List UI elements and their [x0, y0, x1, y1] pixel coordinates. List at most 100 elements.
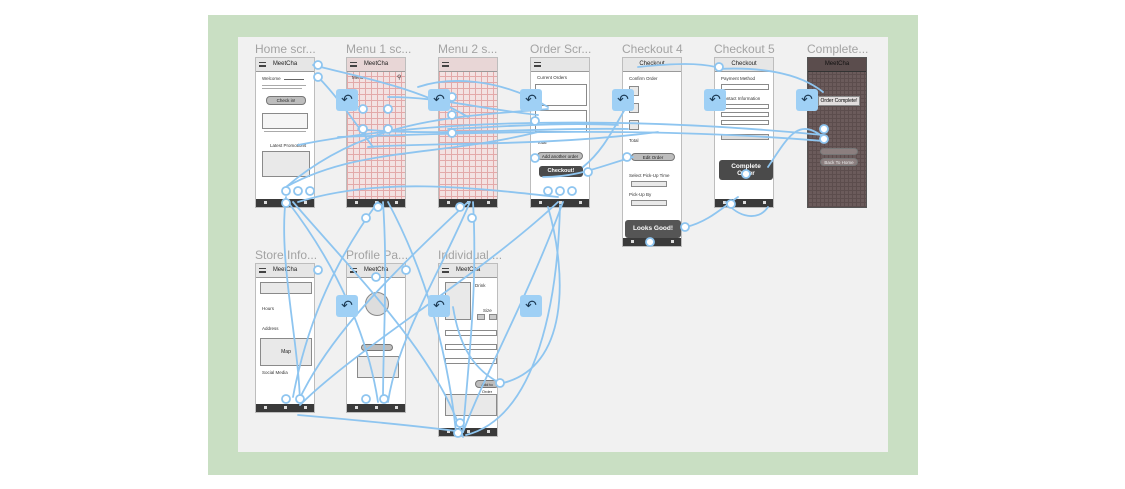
add-another-order-button[interactable]: Add another order — [537, 152, 583, 160]
back-arrow-icon[interactable]: ↶ — [796, 89, 818, 111]
checkout4-header-title: Checkout — [639, 61, 665, 67]
hamburger-menu-icon[interactable] — [442, 62, 449, 67]
back-arrow-icon[interactable]: ↶ — [520, 89, 542, 111]
link-path — [297, 185, 559, 203]
store-banner-image — [260, 282, 312, 294]
frame-profile[interactable]: MeetCha — [346, 263, 406, 413]
frame-store[interactable]: MeetCha Hours Address Map Social Media — [255, 263, 315, 413]
home-header-title: MeetCha — [272, 61, 298, 67]
option-select-2[interactable] — [445, 344, 497, 350]
frame-title-checkout4[interactable]: Checkout 4 — [622, 42, 683, 56]
prototype-canvas[interactable]: Home scr... Menu 1 sc... Menu 2 s... Ord… — [238, 37, 888, 452]
order-total: Total — [537, 140, 547, 145]
frame-title-checkout5[interactable]: Checkout 5 — [714, 42, 775, 56]
hamburger-menu-icon[interactable] — [259, 62, 266, 67]
order-bottom-nav[interactable] — [531, 199, 589, 207]
contact-email-field[interactable] — [721, 112, 769, 117]
complete-secondary-button[interactable] — [820, 148, 858, 155]
individual-bottom-nav[interactable] — [439, 428, 497, 436]
hamburger-menu-icon[interactable] — [442, 268, 449, 273]
checkout4-confirm-order: Confirm Order — [629, 76, 658, 81]
contact-name-field[interactable] — [721, 104, 769, 109]
back-arrow-icon[interactable]: ↶ — [704, 89, 726, 111]
checkout5-apple-pay-button[interactable] — [721, 134, 769, 140]
hamburger-menu-icon[interactable] — [350, 268, 357, 273]
hotspot-dot — [313, 60, 323, 70]
back-arrow-icon[interactable]: ↶ — [428, 89, 450, 111]
pickup-time-select[interactable] — [631, 181, 667, 187]
option-select-1[interactable] — [445, 330, 497, 336]
order-complete-banner: Order Complete! — [818, 96, 860, 106]
payment-method-options[interactable] — [721, 84, 769, 90]
frame-checkout4[interactable]: Checkout Confirm Order Total Edit Order … — [622, 57, 682, 247]
link-path — [285, 131, 539, 188]
checkout4-header: Checkout — [623, 58, 681, 72]
individual-drink: Drink — [475, 283, 486, 288]
store-bottom-nav[interactable] — [256, 404, 314, 412]
profile-history-box — [357, 356, 399, 378]
menu2-bottom-nav[interactable] — [439, 199, 497, 207]
home-header: MeetCha — [256, 58, 314, 72]
contact-phone-field[interactable] — [721, 120, 769, 125]
hotspot-dot — [467, 213, 477, 223]
checkout-button[interactable]: Checkout! — [539, 166, 583, 177]
link-path — [367, 131, 659, 148]
hamburger-menu-icon[interactable] — [350, 62, 357, 67]
looks-good-button[interactable]: Looks Good! — [625, 220, 681, 238]
frame-title-home[interactable]: Home scr... — [255, 42, 316, 56]
frame-title-individual[interactable]: Individual ... — [438, 248, 503, 262]
frame-checkout5[interactable]: Checkout Payment Method Contact Informat… — [714, 57, 774, 208]
pickup-by-select[interactable] — [631, 200, 667, 206]
frame-title-profile[interactable]: Profile Pa... — [346, 248, 409, 262]
checkout4-item-thumb-3 — [629, 120, 639, 130]
hamburger-menu-icon[interactable] — [259, 268, 266, 273]
checkout5-bottom-nav[interactable] — [715, 199, 773, 207]
back-to-home-button[interactable]: Back To Home — [820, 158, 858, 166]
hotspot-dot — [313, 265, 323, 275]
store-address: Address — [262, 326, 279, 331]
back-arrow-icon[interactable]: ↶ — [520, 295, 542, 317]
order-item-card-2[interactable] — [535, 110, 587, 132]
checkout5-contact-info: Contact Information — [721, 96, 761, 101]
individual-header-title: MeetCha — [455, 267, 481, 273]
add-to-order-button[interactable]: Add to Order — [475, 380, 497, 394]
individual-notes-box[interactable] — [445, 394, 497, 416]
frame-title-order[interactable]: Order Scr... — [530, 42, 592, 56]
frame-order[interactable]: Current Orders Total Add another order C… — [530, 57, 590, 208]
order-item-card-1[interactable] — [535, 84, 587, 106]
home-bottom-nav[interactable] — [256, 199, 314, 207]
frame-title-complete[interactable]: Complete... — [807, 42, 869, 56]
user-avatar-icon[interactable] — [365, 292, 389, 316]
store-map[interactable]: Map — [260, 338, 312, 366]
home-promo-carousel[interactable] — [262, 151, 310, 177]
frame-home[interactable]: MeetCha Welcome Check in! Latest Promoti… — [255, 57, 315, 208]
profile-header: MeetCha — [347, 264, 405, 278]
complete-order-button[interactable]: Complete Order — [719, 160, 773, 180]
home-latest-promotions: Latest Promotions — [270, 143, 307, 148]
size-large-option[interactable] — [489, 314, 497, 320]
back-arrow-icon[interactable]: ↶ — [612, 89, 634, 111]
hamburger-menu-icon[interactable] — [534, 62, 541, 67]
back-arrow-icon[interactable]: ↶ — [428, 295, 450, 317]
profile-bottom-nav[interactable] — [347, 404, 405, 412]
frame-menu1[interactable]: MeetCha Menu ⚲ — [346, 57, 406, 208]
check-in-button[interactable]: Check in! — [266, 96, 306, 105]
frame-menu2[interactable] — [438, 57, 498, 208]
size-small-option[interactable] — [477, 314, 485, 320]
menu1-bottom-nav[interactable] — [347, 199, 405, 207]
frame-title-menu2[interactable]: Menu 2 s... — [438, 42, 498, 56]
complete-order-line1: Complete — [731, 163, 761, 170]
edit-order-button[interactable]: Edit Order — [631, 153, 675, 161]
profile-header-title: MeetCha — [363, 267, 389, 273]
frame-complete[interactable]: MeetCha Order Complete! Back To Home — [807, 57, 867, 208]
checkout4-bottom-nav[interactable] — [623, 238, 681, 246]
frame-individual[interactable]: MeetCha Drink Size Add to Order — [438, 263, 498, 437]
option-select-3[interactable] — [445, 358, 497, 364]
back-arrow-icon[interactable]: ↶ — [336, 295, 358, 317]
search-icon[interactable]: ⚲ — [397, 75, 402, 81]
profile-edit-button[interactable] — [361, 344, 393, 351]
frame-title-menu1[interactable]: Menu 1 sc... — [346, 42, 412, 56]
back-arrow-icon[interactable]: ↶ — [336, 89, 358, 111]
frame-title-store[interactable]: Store Info... — [255, 248, 318, 262]
individual-header: MeetCha — [439, 264, 497, 278]
